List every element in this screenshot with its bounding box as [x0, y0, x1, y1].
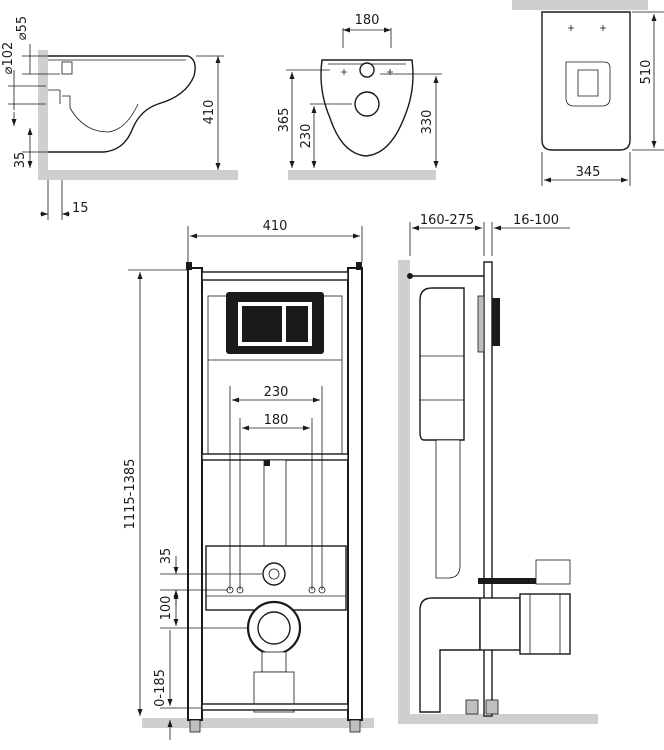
- waste-elbow: [419, 597, 481, 713]
- front-width-180-label: 180: [355, 13, 380, 28]
- water-inlet: [61, 61, 73, 75]
- floor-hatch: [142, 718, 374, 728]
- wall-offset-label: 16-100: [513, 213, 559, 228]
- bowl-top-view: 510 345: [512, 0, 664, 186]
- inner-230-label: 230: [264, 385, 289, 400]
- frame-width-410-label: 410: [263, 219, 288, 234]
- floor-hatch: [288, 170, 436, 180]
- waste-outlet-side: [519, 593, 571, 655]
- leg-range-label: 0-185: [153, 669, 168, 707]
- wall-hatch: [398, 260, 410, 724]
- frame-side-view: 160-275 16-100: [398, 213, 598, 724]
- bowl-front-view: 180 365 230 330: [277, 13, 442, 180]
- front-height-330-label: 330: [420, 110, 435, 135]
- outlet-hole: [354, 91, 380, 117]
- gap-15-label: 15: [72, 201, 89, 216]
- cistern-tank: [419, 287, 465, 441]
- frame-front-view: 410 230 180 1115-1385 35 100 0-185: [123, 219, 374, 740]
- wall-hatch: [512, 0, 648, 10]
- top-width-345-label: 345: [576, 165, 601, 180]
- inner-180-label: 180: [264, 413, 289, 428]
- offset-35-label: 35: [13, 152, 28, 169]
- right-post: [347, 267, 363, 721]
- front-height-365-label: 365: [277, 108, 292, 133]
- side-height-label: 410: [202, 100, 217, 125]
- diameter-55-label: ⌀55: [15, 16, 30, 40]
- wall-depth-label: 160-275: [420, 213, 474, 228]
- water-connector-side: [535, 559, 571, 585]
- bowl-side-view: 410 ⌀55 ⌀102 35 15: [1, 16, 238, 220]
- connector-100-label: 100: [159, 596, 174, 621]
- top-depth-510-label: 510: [639, 60, 654, 85]
- floor-hatch: [398, 714, 598, 724]
- floor-hatch: [38, 170, 238, 180]
- connector-35-label: 35: [159, 548, 174, 565]
- diameter-102-label: ⌀102: [1, 42, 16, 75]
- front-height-230-label: 230: [299, 124, 314, 149]
- left-post: [187, 267, 203, 721]
- wall-hatch: [38, 50, 48, 180]
- frame-height-label: 1115-1385: [123, 459, 138, 530]
- inlet-hole: [359, 62, 375, 78]
